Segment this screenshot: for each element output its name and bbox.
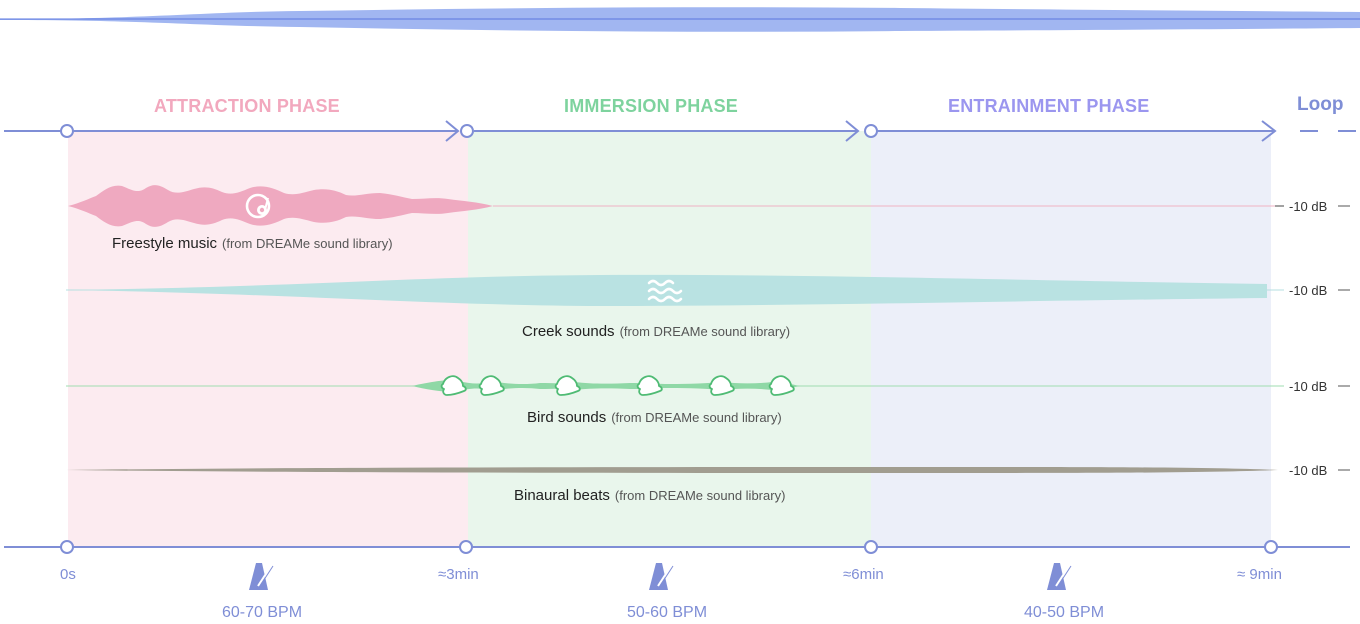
bird-waveform <box>412 380 800 392</box>
metronome-icon <box>249 563 274 590</box>
water-waves-icon <box>647 279 683 303</box>
db-label-bird: -10 dB <box>1289 379 1328 394</box>
db-label-binaural: -10 dB <box>1289 463 1328 478</box>
phase-arrows <box>4 120 1356 142</box>
time-label-9min: ≈ 9min <box>1237 566 1282 583</box>
track-label-creek: Creek sounds (from DREAMe sound library) <box>522 323 790 340</box>
music-waveform <box>68 185 493 227</box>
time-label-start: 0s <box>60 566 76 583</box>
db-label-creek: -10 dB <box>1289 283 1328 298</box>
bpm-label-attraction: 60-70 BPM <box>222 604 303 621</box>
metronome-icon <box>1047 563 1072 590</box>
bpm-label-entrainment: 40-50 BPM <box>1024 604 1105 621</box>
track-source: (from DREAMe sound library) <box>619 324 791 339</box>
track-label-music: Freestyle music (from DREAMe sound librar… <box>112 235 393 252</box>
time-label-3min: ≈3min <box>438 566 479 583</box>
track-label-bird: Bird sounds (from DREAMe sound library) <box>527 409 782 426</box>
time-label-6min: ≈6min <box>843 566 884 583</box>
bpm-label-immersion: 50-60 BPM <box>627 604 708 621</box>
metronome-icon <box>649 563 674 590</box>
db-ticks <box>1338 205 1350 471</box>
track-name: Binaural beats <box>514 487 610 504</box>
phase-title-immersion: IMMERSION PHASE <box>564 96 739 116</box>
track-source: (from DREAMe sound library) <box>614 488 786 503</box>
track-name: Bird sounds <box>527 409 607 426</box>
db-label-music: -10 dB <box>1289 199 1328 214</box>
phase-start-markers <box>60 124 878 138</box>
binaural-waveform <box>66 467 1278 473</box>
immersion-phase-background <box>468 131 871 547</box>
phase-title-entrainment: ENTRAINMENT PHASE <box>948 96 1150 116</box>
time-axis-markers <box>60 540 1278 554</box>
loop-label: Loop <box>1297 94 1344 115</box>
entrainment-phase-background <box>871 131 1271 547</box>
track-name: Creek sounds <box>522 323 615 340</box>
track-name: Freestyle music <box>112 235 218 252</box>
bird-icon <box>440 375 795 396</box>
track-source: (from DREAMe sound library) <box>611 410 782 425</box>
phase-title-attraction: ATTRACTION PHASE <box>154 96 340 116</box>
track-label-binaural: Binaural beats (from DREAMe sound library… <box>514 487 785 504</box>
music-disc-icon <box>245 193 271 219</box>
track-source: (from DREAMe sound library) <box>222 236 393 251</box>
